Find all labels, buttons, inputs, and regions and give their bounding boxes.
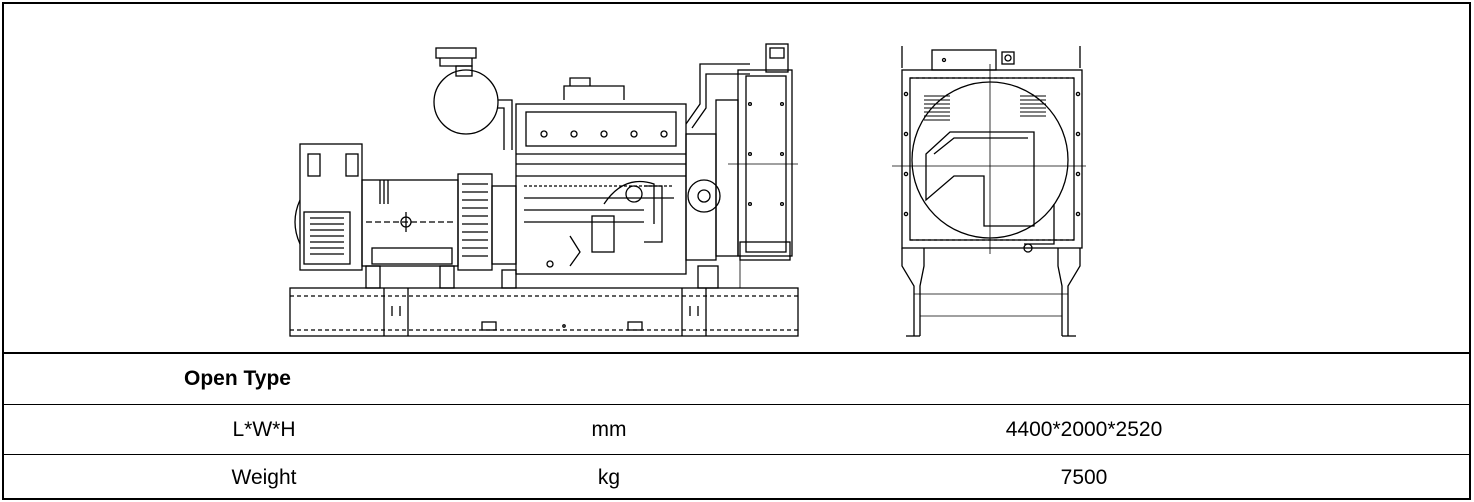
- section-header-row: Open Type: [4, 354, 1469, 405]
- spec-unit: mm: [591, 417, 627, 441]
- drawing-area: [4, 4, 1469, 354]
- generator-end-view: [892, 46, 1086, 337]
- generator-drawings: [289, 43, 1086, 337]
- spec-label: Weight: [231, 465, 297, 489]
- section-title: Open Type: [184, 367, 291, 390]
- table-row: Weight kg 7500: [4, 455, 1469, 500]
- spec-value: 7500: [1060, 465, 1108, 489]
- spec-value: 4400*2000*2520: [1005, 417, 1163, 441]
- spec-unit: kg: [597, 465, 621, 489]
- generator-side-view: [289, 43, 799, 337]
- table-row: L*W*H mm 4400*2000*2520: [4, 405, 1469, 455]
- spec-label: L*W*H: [232, 417, 296, 441]
